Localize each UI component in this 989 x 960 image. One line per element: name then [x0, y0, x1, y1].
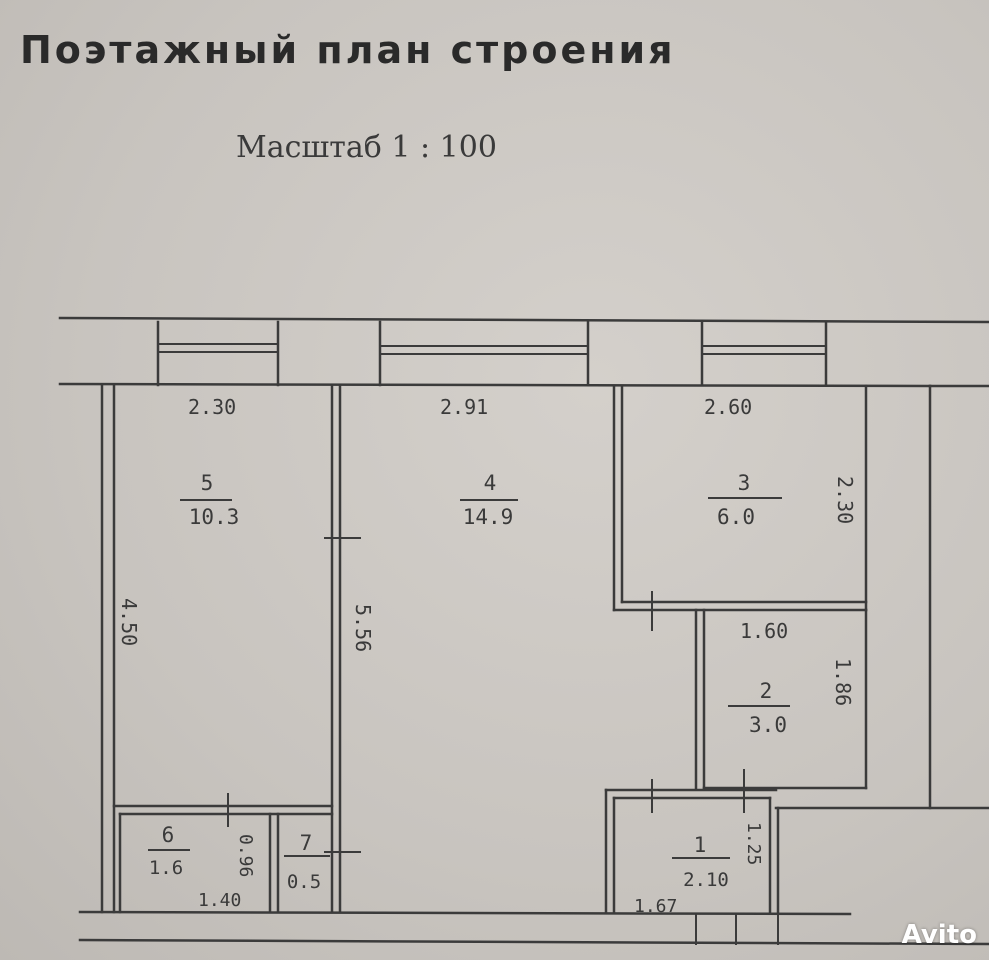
bottom-wall-outer [78, 938, 989, 946]
room-3-number: 3 [738, 471, 751, 495]
dim-1-86: 1.86 [831, 658, 855, 706]
room-2-area: 3.0 [749, 713, 787, 737]
dim-0-96: 0.96 [235, 834, 256, 877]
dim-1-40: 1.40 [198, 890, 241, 911]
room-6-number: 6 [162, 823, 175, 847]
room-2-number: 2 [760, 679, 773, 703]
room-4-area: 14.9 [463, 505, 514, 529]
dim-4-50: 4.50 [117, 598, 141, 646]
avito-watermark: Avito [901, 920, 977, 950]
rooms-6-7-walls [112, 793, 334, 914]
room-3-area: 6.0 [717, 505, 755, 529]
dim-5-56: 5.56 [351, 604, 375, 652]
room-6-area: 1.6 [149, 857, 183, 879]
room-7-area: 0.5 [287, 871, 321, 893]
room-1-number: 1 [694, 833, 707, 857]
window-2 [378, 320, 590, 387]
plan-scale: Масштаб 1 : 100 [236, 130, 497, 165]
bottom-wall [78, 910, 852, 916]
room-5-number: 5 [201, 471, 214, 495]
room-5-area: 10.3 [189, 505, 240, 529]
dim-1-60: 1.60 [740, 619, 788, 643]
dim-2-30: 2.30 [188, 395, 236, 419]
dim-2-60: 2.60 [704, 395, 752, 419]
room-3-walls [612, 384, 868, 631]
dim-1-25: 1.25 [743, 822, 764, 865]
plan-title: Поэтажный план строения [20, 28, 676, 72]
outer-wall-top-line [58, 316, 989, 324]
room-1-walls [604, 779, 780, 914]
outer-wall-inner-line [58, 382, 932, 388]
window-3 [700, 320, 828, 387]
room-7-number: 7 [300, 831, 313, 855]
dim-2-91: 2.91 [440, 395, 488, 419]
room-1-area: 2.10 [683, 869, 729, 891]
dim-2-30-vertical: 2.30 [833, 476, 857, 524]
window-1 [156, 320, 280, 387]
dim-1-67: 1.67 [634, 896, 677, 917]
room-4-number: 4 [484, 471, 497, 495]
